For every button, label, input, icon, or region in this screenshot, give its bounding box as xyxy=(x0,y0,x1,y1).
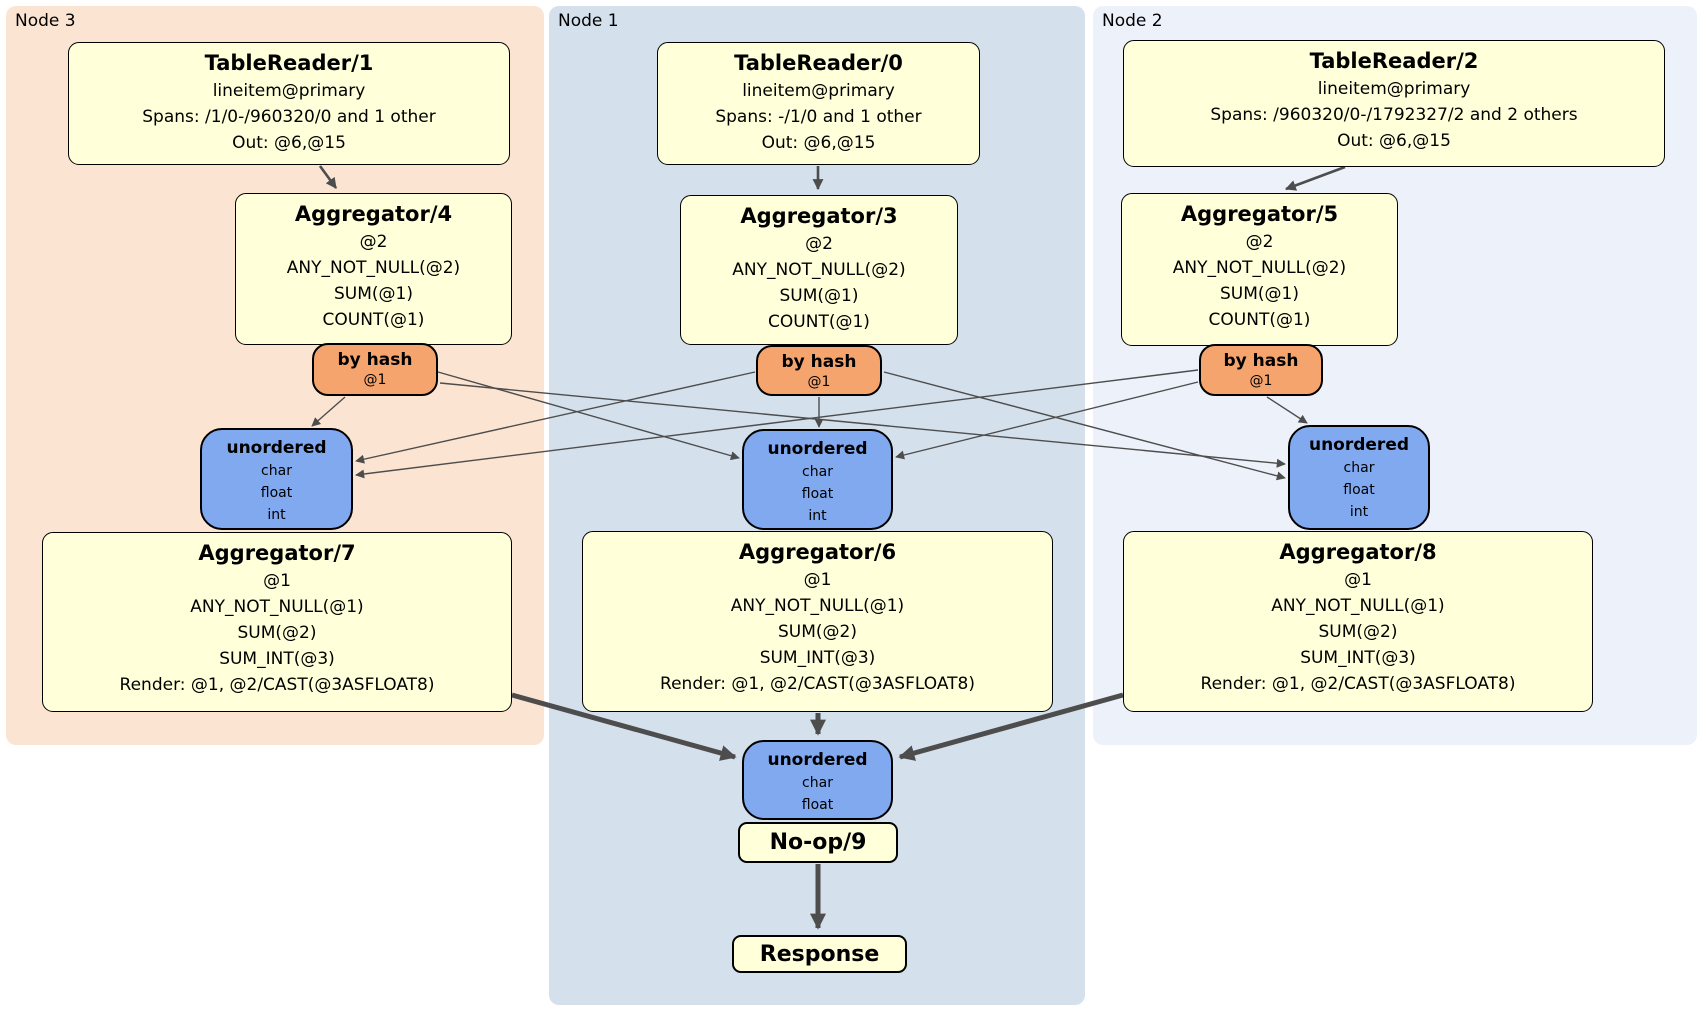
node-detail: SUM_INT(@3) xyxy=(219,649,335,669)
plan-router-by-hash-node1: by hash @1 xyxy=(756,345,882,396)
node-detail: Spans: /960320/0-/1792327/2 and 2 others xyxy=(1210,105,1578,125)
sync-title: unordered xyxy=(226,438,327,458)
node-detail: SUM(@1) xyxy=(779,286,859,306)
node-detail: SUM(@1) xyxy=(1220,284,1299,304)
node-detail: SUM_INT(@3) xyxy=(759,648,876,668)
node-title: TableReader/0 xyxy=(734,51,903,75)
node-detail: ANY_NOT_NULL(@2) xyxy=(1172,258,1347,278)
node-detail: Render: @1, @2/CAST(@3ASFLOAT8) xyxy=(660,674,975,694)
node-detail: Out: @6,@15 xyxy=(761,133,876,153)
plan-node-aggregator-4: Aggregator/4 @2 ANY_NOT_NULL(@2) SUM(@1)… xyxy=(235,193,512,345)
node-title: Aggregator/3 xyxy=(740,204,898,228)
node-detail: SUM_INT(@3) xyxy=(1300,648,1416,668)
node-detail: @2 xyxy=(1245,232,1274,252)
plan-node-tablereader-2: TableReader/2 lineitem@primary Spans: /9… xyxy=(1123,40,1665,167)
plan-node-response: Response xyxy=(732,935,907,973)
plan-sync-unordered-node3: unordered char float int xyxy=(200,428,353,530)
node2-label: Node 2 xyxy=(1102,11,1163,31)
node1-label: Node 1 xyxy=(558,11,619,31)
sync-column: char xyxy=(1343,460,1375,476)
node-detail: ANY_NOT_NULL(@1) xyxy=(190,597,364,617)
node-detail: SUM(@2) xyxy=(237,623,317,643)
node-title: Aggregator/6 xyxy=(738,540,897,564)
node-detail: Out: @6,@15 xyxy=(232,133,346,153)
sync-column: int xyxy=(808,508,827,524)
node-detail: lineitem@primary xyxy=(1317,79,1471,99)
node-detail: @1 xyxy=(803,570,832,590)
node-detail: ANY_NOT_NULL(@1) xyxy=(730,596,905,616)
plan-node-aggregator-6: Aggregator/6 @1 ANY_NOT_NULL(@1) SUM(@2)… xyxy=(582,531,1053,712)
plan-node-noop-9: No-op/9 xyxy=(738,822,898,863)
plan-router-by-hash-node2: by hash @1 xyxy=(1199,344,1323,396)
router-title: by hash xyxy=(1223,351,1299,371)
node-detail: ANY_NOT_NULL(@2) xyxy=(732,260,906,280)
plan-node-aggregator-3: Aggregator/3 @2 ANY_NOT_NULL(@2) SUM(@1)… xyxy=(680,195,958,345)
sync-column: char xyxy=(261,463,292,479)
router-detail: @1 xyxy=(807,374,831,390)
router-title: by hash xyxy=(337,350,413,370)
node-detail: SUM(@2) xyxy=(1318,622,1398,642)
sync-column: char xyxy=(802,464,833,480)
plan-node-tablereader-1: TableReader/1 lineitem@primary Spans: /1… xyxy=(68,42,510,165)
node-detail: Spans: -/1/0 and 1 other xyxy=(715,107,922,127)
node-title: Response xyxy=(759,942,880,967)
node-title: Aggregator/7 xyxy=(198,541,356,565)
node-detail: ANY_NOT_NULL(@1) xyxy=(1271,596,1445,616)
node-detail: @1 xyxy=(1344,570,1372,590)
node-detail: SUM(@1) xyxy=(334,284,413,304)
node-title: TableReader/1 xyxy=(204,51,374,75)
sync-column: int xyxy=(1349,504,1369,520)
plan-node-aggregator-8: Aggregator/8 @1 ANY_NOT_NULL(@1) SUM(@2)… xyxy=(1123,531,1593,712)
plan-sync-unordered-node1: unordered char float int xyxy=(742,429,893,530)
sync-column: float xyxy=(801,797,834,813)
sync-title: unordered xyxy=(1308,435,1410,455)
sync-column: char xyxy=(802,775,833,791)
sync-column: float xyxy=(1343,482,1375,498)
router-detail: @1 xyxy=(363,372,387,388)
router-detail: @1 xyxy=(1249,373,1273,389)
sync-title: unordered xyxy=(767,750,868,770)
node-detail: Render: @1, @2/CAST(@3ASFLOAT8) xyxy=(1200,674,1516,694)
node3-label: Node 3 xyxy=(15,11,76,31)
node-detail: @2 xyxy=(805,234,833,254)
sync-column: float xyxy=(260,485,293,501)
node-detail: SUM(@2) xyxy=(778,622,857,642)
node-detail: lineitem@primary xyxy=(212,81,366,101)
router-title: by hash xyxy=(781,352,857,372)
plan-node-tablereader-0: TableReader/0 lineitem@primary Spans: -/… xyxy=(657,42,980,165)
node-detail: Spans: /1/0-/960320/0 and 1 other xyxy=(142,107,436,127)
node-detail: Render: @1, @2/CAST(@3ASFLOAT8) xyxy=(119,675,435,695)
plan-sync-unordered-final: unordered char float xyxy=(742,740,893,820)
node-title: Aggregator/4 xyxy=(294,202,453,226)
sync-column: float xyxy=(801,486,834,502)
node-title: Aggregator/8 xyxy=(1279,540,1437,564)
plan-router-by-hash-node3: by hash @1 xyxy=(312,343,438,396)
node-title: Aggregator/5 xyxy=(1180,202,1339,226)
node-detail: COUNT(@1) xyxy=(768,312,870,332)
node-detail: Out: @6,@15 xyxy=(1337,131,1451,151)
node-detail: @2 xyxy=(359,232,388,252)
sync-column: int xyxy=(267,507,286,523)
node-detail: COUNT(@1) xyxy=(1208,310,1311,330)
sync-title: unordered xyxy=(767,439,868,459)
plan-node-aggregator-7: Aggregator/7 @1 ANY_NOT_NULL(@1) SUM(@2)… xyxy=(42,532,512,712)
node-detail: ANY_NOT_NULL(@2) xyxy=(286,258,461,278)
node-title: No-op/9 xyxy=(769,830,867,855)
node-detail: lineitem@primary xyxy=(742,81,895,101)
node-detail: COUNT(@1) xyxy=(322,310,425,330)
node-detail: @1 xyxy=(263,571,291,591)
plan-node-aggregator-5: Aggregator/5 @2 ANY_NOT_NULL(@2) SUM(@1)… xyxy=(1121,193,1398,346)
plan-sync-unordered-node2: unordered char float int xyxy=(1288,425,1430,530)
node-title: TableReader/2 xyxy=(1309,49,1479,73)
